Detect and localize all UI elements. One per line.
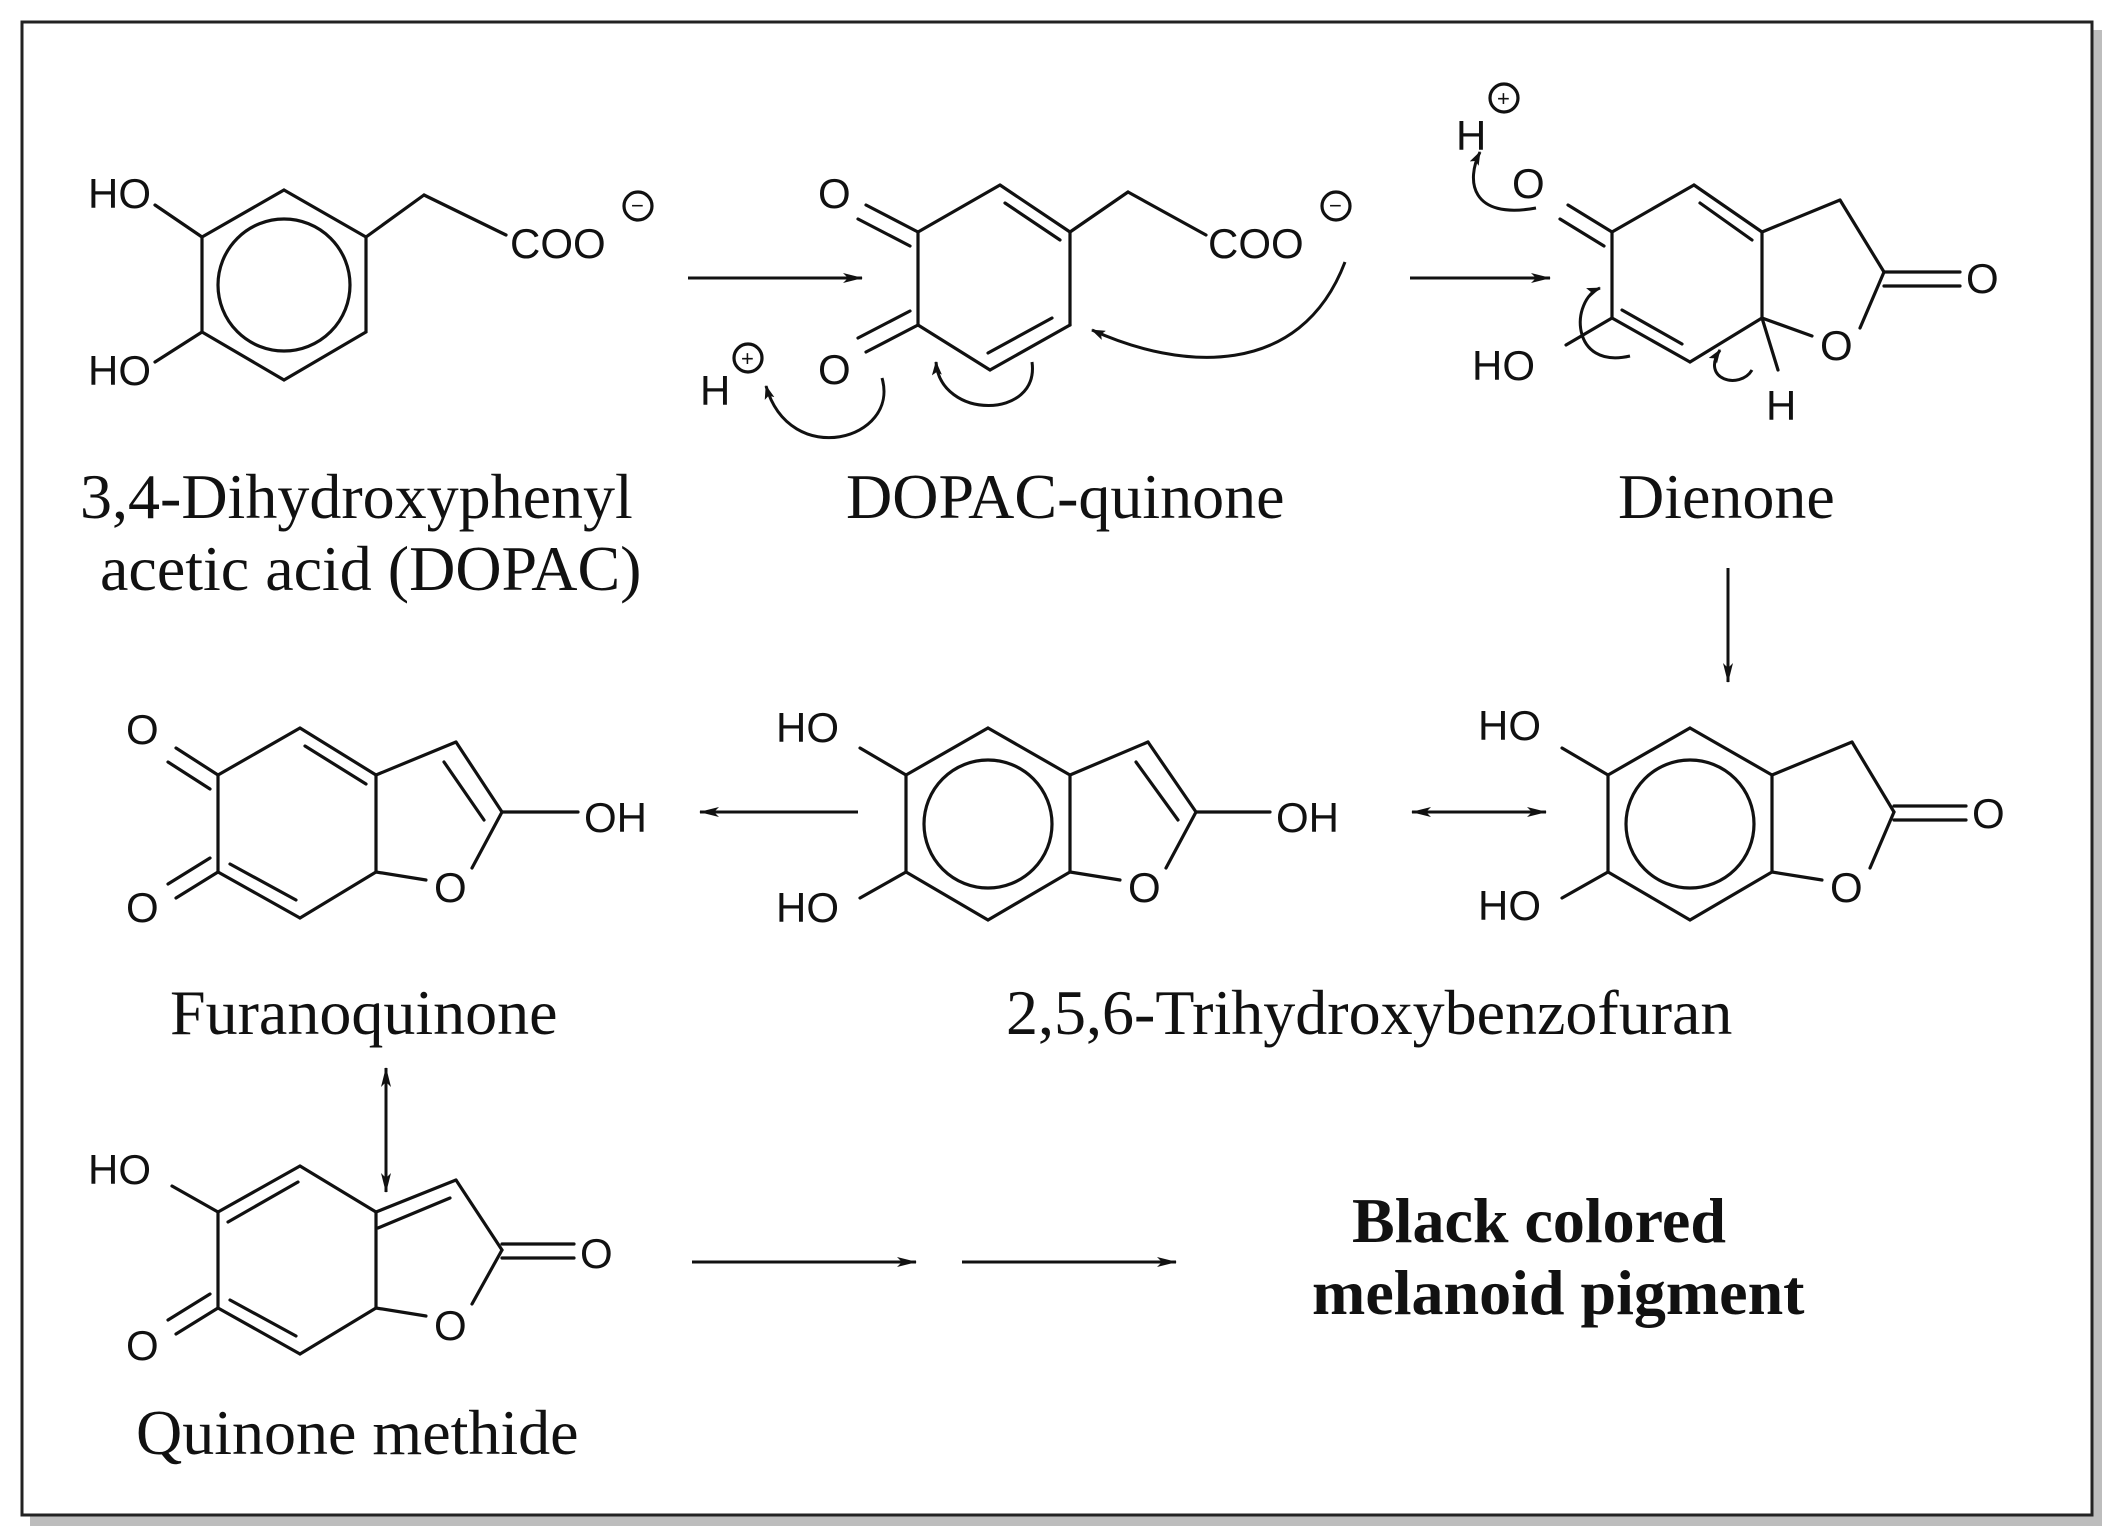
label-dopac-line1: 3,4-Dihydroxyphenyl (80, 461, 633, 532)
dq-h: H (700, 367, 730, 414)
label-dopac-line2: acetic acid (DOPAC) (100, 533, 641, 604)
label-trihydroxybenzofuran: 2,5,6-Trihydroxybenzofuran (1006, 977, 1732, 1048)
fq-o-top: O (126, 706, 159, 753)
furanoquinone-structure: O O OH O (126, 706, 647, 931)
dq-o-bottom: O (818, 346, 851, 393)
quinone-methide-structure: HO O O O (88, 1146, 613, 1369)
bfo-o-carbonyl: O (1972, 790, 2005, 837)
qm-o-ring: O (434, 1302, 467, 1349)
bfo-ho-top: HO (1478, 702, 1541, 749)
dq-minus: − (1329, 193, 1342, 218)
label-quinone-methide: Quinone methide (136, 1397, 579, 1468)
qm-o-bottom: O (126, 1322, 159, 1369)
label-dienone: Dienone (1618, 461, 1835, 532)
fq-o-ring: O (434, 864, 467, 911)
thbf-o-ring: O (1128, 864, 1161, 911)
bfo-o-ring: O (1830, 864, 1863, 911)
dienone-ho: HO (1472, 342, 1535, 389)
qm-o-carbonyl: O (580, 1230, 613, 1277)
thbf-ho-top: HO (776, 704, 839, 751)
label-dopac-quinone: DOPAC-quinone (846, 461, 1285, 532)
dienone-o-ketone: O (1512, 160, 1545, 207)
dienone-o-ring: O (1820, 322, 1853, 369)
label-furanoquinone: Furanoquinone (170, 977, 558, 1048)
dq-o-top: O (818, 170, 851, 217)
trihydroxybenzofuran-structure: HO HO OH O (776, 704, 1339, 931)
dopac-minus: − (631, 193, 644, 218)
fq-oh: OH (584, 794, 647, 841)
benzofuranone-structure: HO HO O O (1478, 702, 2005, 929)
dopac-coo: COO (510, 220, 606, 267)
label-melanoid-line1: Black colored (1352, 1185, 1726, 1256)
dienone-h-plus-h: H (1456, 112, 1486, 159)
fq-o-bottom: O (126, 884, 159, 931)
label-melanoid-line2: melanoid pigment (1312, 1257, 1805, 1328)
thbf-ho-bottom: HO (776, 884, 839, 931)
dopac-ho-top: HO (88, 170, 151, 217)
dienone-structure: O O O HO H H + (1456, 82, 1999, 429)
dq-coo: COO (1208, 220, 1304, 267)
thbf-oh: OH (1276, 794, 1339, 841)
qm-ho: HO (88, 1146, 151, 1193)
bfo-ho-bottom: HO (1478, 882, 1541, 929)
dq-plus: + (741, 346, 754, 371)
dopac-ho-bottom: HO (88, 347, 151, 394)
dopac-quinone-structure: O O COO − H + (700, 170, 1352, 440)
dienone-o-carbonyl: O (1966, 255, 1999, 302)
dopac-structure: HO HO COO − (88, 170, 654, 394)
dienone-plus: + (1497, 86, 1510, 111)
dienone-h-ring: H (1766, 382, 1796, 429)
